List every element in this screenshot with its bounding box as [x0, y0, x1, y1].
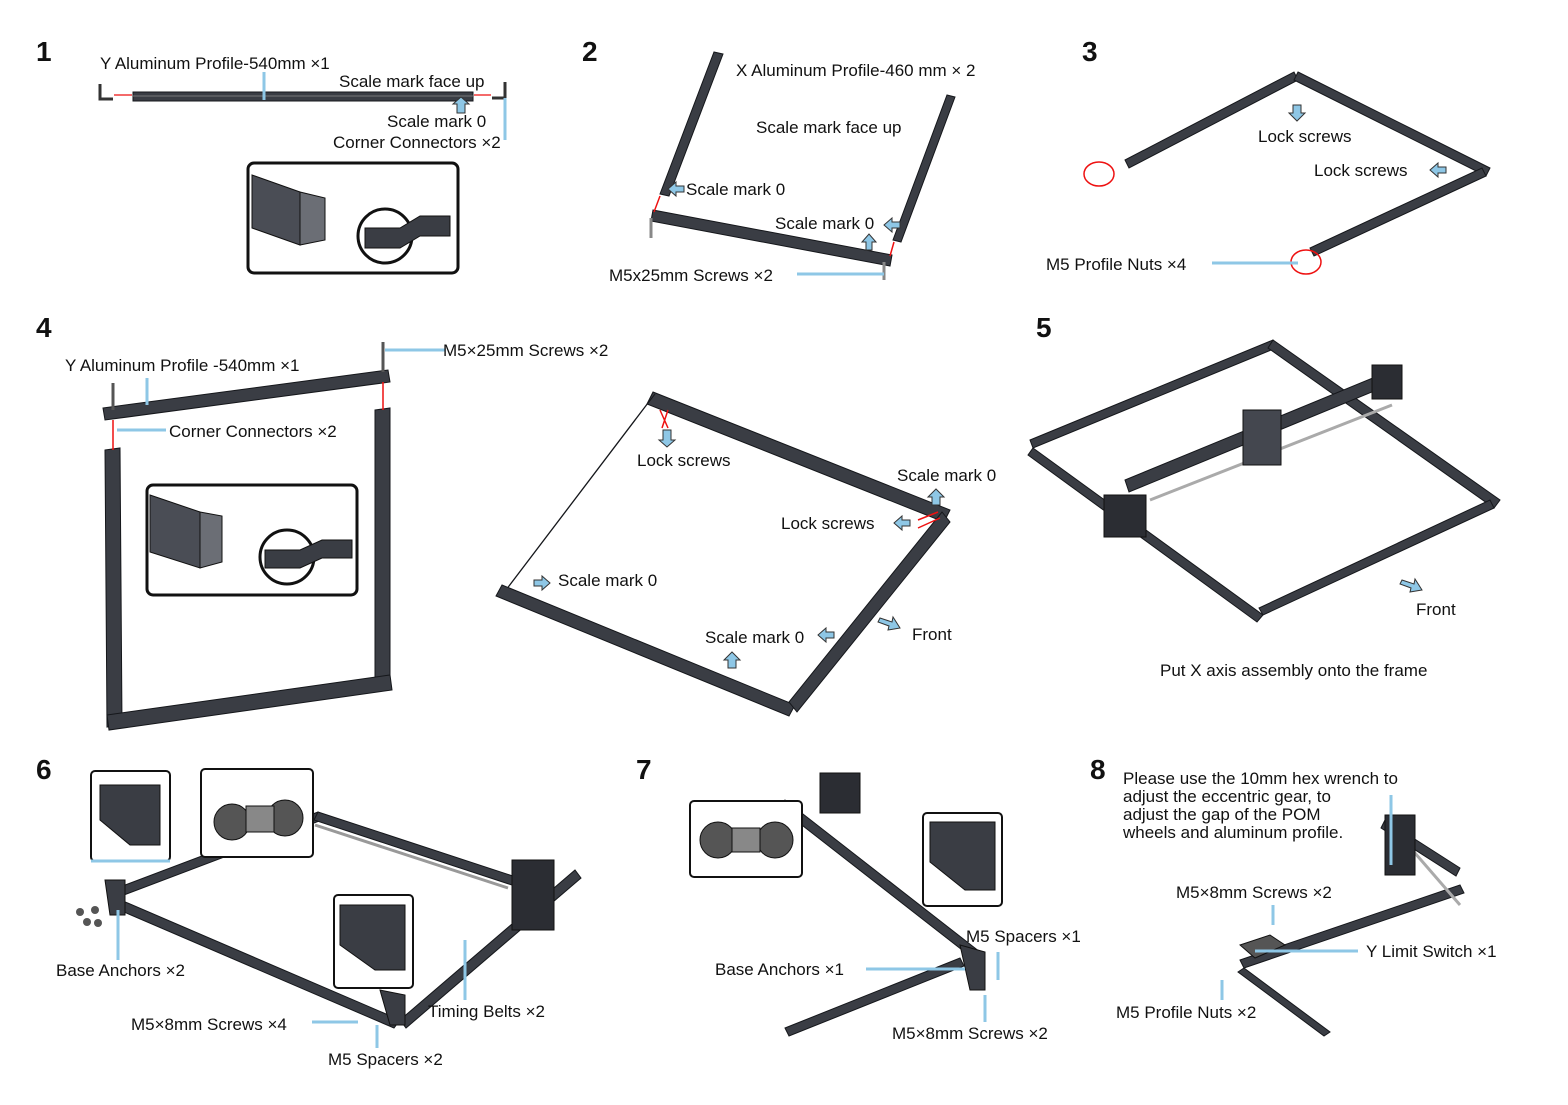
step5-artwork — [1027, 339, 1501, 623]
label-scale-face-up: Scale mark face up — [339, 72, 485, 91]
label-y-profile: Y Aluminum Profile-540mm ×1 — [100, 54, 330, 73]
label-lock-screws: Lock screws — [1258, 127, 1352, 146]
base-anchor-left — [104, 879, 126, 916]
step1-artwork — [98, 72, 507, 275]
label-lock-screws: Lock screws — [637, 451, 731, 470]
label-m5-spacers: M5 Spacers ×2 — [328, 1050, 443, 1069]
frame-left-rail — [501, 393, 656, 596]
label-m5-profile-nuts: M5 Profile Nuts ×2 — [1116, 1003, 1257, 1022]
corner-connector-left — [98, 84, 113, 101]
step-number: 5 — [1036, 312, 1052, 343]
profile-lower-arm — [1309, 167, 1487, 257]
nut-highlight-left — [1083, 161, 1115, 187]
label-m5x8-screws: M5×8mm Screws ×4 — [131, 1015, 287, 1034]
step-number: 8 — [1090, 754, 1106, 785]
label-lock-screws: Lock screws — [781, 514, 875, 533]
motor-left — [1103, 494, 1147, 538]
label-m5-spacers: M5 Spacers ×1 — [966, 927, 1081, 946]
frame-bottom-rail — [495, 584, 796, 717]
label-m5-profile-nuts: M5 Profile Nuts ×4 — [1046, 255, 1187, 274]
step-number: 6 — [36, 754, 52, 785]
label-put-x-axis: Put X axis assembly onto the frame — [1160, 661, 1428, 680]
label-y-profile: Y Aluminum Profile -540mm ×1 — [65, 356, 300, 375]
label-m5x8-screws: M5×8mm Screws ×2 — [1176, 883, 1332, 902]
note-line: wheels and aluminum profile. — [1123, 823, 1344, 842]
label-front: Front — [912, 625, 952, 644]
label-lock-screws: Lock screws — [1314, 161, 1408, 180]
left-rail — [104, 447, 123, 728]
limit-switch-plate — [1239, 934, 1287, 959]
label-corner-connectors: Corner Connectors ×2 — [169, 422, 337, 441]
carriage — [1242, 409, 1282, 466]
label-timing-belts: Timing Belts ×2 — [428, 1002, 545, 1021]
step7-artwork — [689, 772, 1003, 1037]
label-y-limit-switch: Y Limit Switch ×1 — [1366, 942, 1497, 961]
label-scale-face-up: Scale mark face up — [756, 118, 902, 137]
step3-artwork — [1083, 71, 1491, 275]
step4-artwork — [102, 342, 951, 731]
bottom-rail — [106, 674, 393, 731]
scale-mark-arrow — [451, 96, 471, 114]
x-profile-right — [892, 94, 956, 243]
label-base-anchors: Base Anchors ×2 — [56, 961, 186, 980]
label-scale-mark-0: Scale mark 0 — [897, 466, 997, 485]
label-m5x25-screws: M5×25mm Screws ×2 — [443, 341, 609, 360]
step2-artwork — [649, 51, 956, 280]
label-m5x25-screws: M5x25mm Screws ×2 — [609, 266, 773, 285]
label-scale-mark-0: Scale mark 0 — [387, 112, 487, 131]
note-line: adjust the gap of the POM — [1123, 805, 1321, 824]
hex-wrench-note: Please use the 10mm hex wrench to adjust… — [1123, 770, 1398, 842]
label-scale-mark-0: Scale mark 0 — [686, 180, 786, 199]
label-scale-mark-0: Scale mark 0 — [558, 571, 658, 590]
label-scale-mark-0: Scale mark 0 — [705, 628, 805, 647]
y-profile-top — [102, 369, 391, 421]
label-x-profile: X Aluminum Profile-460 mm × 2 — [736, 61, 976, 80]
step-number: 7 — [636, 754, 652, 785]
motor-assembly — [511, 859, 555, 931]
x-profile-left — [659, 51, 724, 197]
step-number: 2 — [582, 36, 598, 67]
label-m5x8-screws: M5×8mm Screws ×2 — [892, 1024, 1048, 1043]
label-corner-connectors: Corner Connectors ×2 — [333, 133, 501, 152]
y-profile-bottom — [650, 209, 893, 267]
frame-right-rail — [788, 511, 951, 713]
step6-artwork — [76, 768, 582, 1048]
note-line: Please use the 10mm hex wrench to — [1123, 769, 1398, 788]
right-rail — [374, 407, 391, 691]
step-number: 4 — [36, 312, 52, 343]
step-number: 1 — [36, 36, 52, 67]
step8-artwork — [1220, 795, 1465, 1037]
label-base-anchors: Base Anchors ×1 — [715, 960, 845, 979]
label-scale-mark-0: Scale mark 0 — [775, 214, 875, 233]
base-anchor-right — [379, 989, 406, 1026]
step-number: 3 — [1082, 36, 1098, 67]
motor-7 — [819, 772, 861, 814]
corner-connector-right — [492, 82, 507, 100]
label-front: Front — [1416, 600, 1456, 619]
motor-right — [1371, 364, 1403, 400]
profile-left-arm — [1124, 71, 1299, 169]
base-anchor-7 — [959, 944, 986, 991]
note-line: adjust the eccentric gear, to — [1123, 787, 1331, 806]
